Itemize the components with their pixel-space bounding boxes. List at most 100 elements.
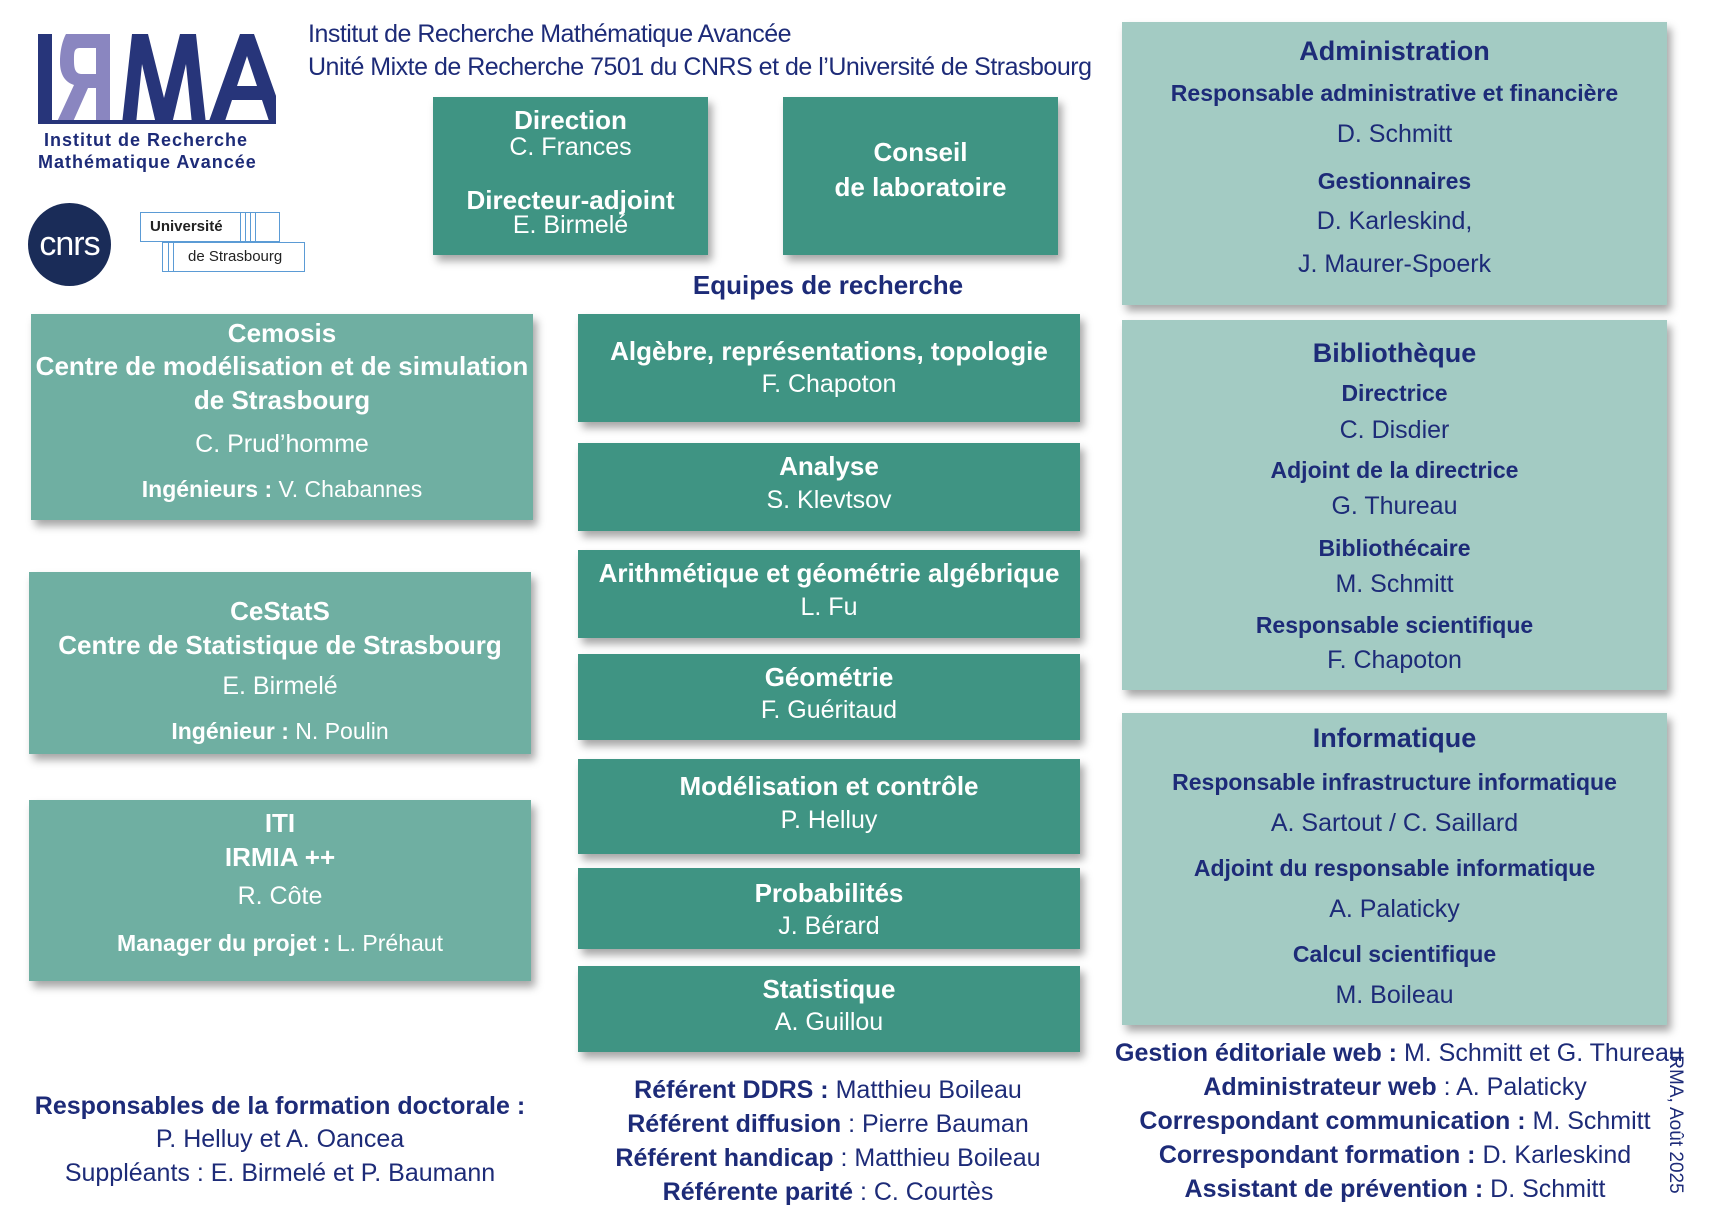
referent-line: Référente parité : C. Courtès (568, 1175, 1088, 1209)
cestats-role-label: Ingénieur : (171, 718, 289, 744)
header-line2: Unité Mixte de Recherche 7501 du CNRS et… (308, 53, 1092, 81)
cestats-box: CeStatS Centre de Statistique de Strasbo… (29, 572, 531, 754)
cemosis-title: Cemosis (227, 318, 337, 348)
formation-label: Responsables de la formation doctorale : (34, 1092, 526, 1120)
bibliotheque-title: Bibliothèque (1312, 338, 1477, 368)
bibliotheque-box: Bibliothèque Directrice C. Disdier Adjoi… (1122, 320, 1667, 690)
administration-role2: Gestionnaires (1317, 168, 1472, 194)
team-name: Probabilités (754, 878, 904, 908)
referent-name: Matthieu Boileau (828, 1076, 1022, 1104)
administration-name2a: D. Karleskind, (1316, 207, 1473, 235)
administration-name2b: J. Maurer-Spoerk (1297, 250, 1492, 278)
iti-title1: ITI (264, 808, 296, 838)
informatique-name: A. Palaticky (1329, 895, 1460, 923)
irma-logo-line1: Institut de Recherche (44, 130, 249, 150)
team-box: Analyse S. Klevtsov (578, 443, 1080, 531)
referent-label: Référent diffusion (627, 1110, 842, 1138)
conseil-line1: Conseil (873, 137, 968, 167)
team-name: Algèbre, représentations, topologie (610, 336, 1048, 366)
referents-block: Référent DDRS : Matthieu Boileau Référen… (568, 1073, 1088, 1209)
web-role-name: D. Schmitt (1483, 1175, 1606, 1203)
web-role-name: : A. Palaticky (1436, 1073, 1587, 1101)
equipes-heading: Equipes de recherche (692, 270, 964, 300)
cemosis-subtitle1: Centre de modélisation et de simulation (35, 351, 529, 381)
cnrs-logo: cnrs (28, 203, 111, 286)
iti-name: R. Côte (237, 882, 323, 910)
web-role-line: Correspondant communication : M. Schmitt (1115, 1104, 1675, 1138)
web-role-line: Correspondant formation : D. Karleskind (1115, 1138, 1675, 1172)
team-box: Probabilités J. Bérard (578, 868, 1080, 949)
web-role-line: Gestion éditoriale web : M. Schmitt et G… (1115, 1036, 1683, 1070)
referent-line: Référent handicap : Matthieu Boileau (568, 1141, 1088, 1175)
bibliotheque-name: C. Disdier (1339, 416, 1450, 444)
administration-role1: Responsable administrative et financière (1170, 80, 1619, 106)
web-roles-block: Gestion éditoriale web : M. Schmitt et G… (1115, 1036, 1683, 1206)
team-name: Analyse (779, 451, 879, 481)
cemosis-box: Cemosis Centre de modélisation et de sim… (31, 314, 533, 520)
web-role-line: Assistant de prévention : D. Schmitt (1115, 1172, 1675, 1206)
team-lead: F. Chapoton (761, 370, 897, 398)
cemosis-role-name: V. Chabannes (272, 476, 423, 502)
team-name: Arithmétique et géométrie algébrique (598, 558, 1060, 588)
referent-name: : Pierre Bauman (841, 1110, 1029, 1138)
cemosis-name: C. Prud’homme (195, 430, 369, 458)
direction-box: Direction C. Frances Directeur-adjoint E… (433, 97, 708, 255)
web-role-label: Administrateur web (1203, 1073, 1437, 1101)
informatique-role: Calcul scientifique (1292, 941, 1497, 967)
cemosis-subtitle2: de Strasbourg (193, 385, 371, 415)
cestats-role-name: N. Poulin (288, 718, 389, 744)
univ-logo-line1: Université (150, 218, 223, 235)
informatique-role: Adjoint du responsable informatique (1193, 855, 1596, 881)
team-name: Modélisation et contrôle (679, 771, 979, 801)
informatique-box: Informatique Responsable infrastructure … (1122, 713, 1667, 1025)
cestats-title: CeStatS (230, 596, 330, 626)
informatique-name: M. Boileau (1335, 981, 1454, 1009)
web-role-label: Correspondant communication : (1139, 1107, 1526, 1135)
bibliotheque-role: Responsable scientifique (1255, 612, 1534, 638)
informatique-role: Responsable infrastructure informatique (1172, 769, 1617, 795)
team-lead: S. Klevtsov (766, 486, 892, 514)
web-role-label: Assistant de prévention : (1184, 1175, 1484, 1203)
iti-box: ITI IRMIA ++ R. Côte Manager du projet :… (29, 800, 531, 981)
referent-label: Référent DDRS : (634, 1076, 829, 1104)
web-role-name: M. Schmitt et G. Thureau (1397, 1039, 1683, 1067)
cestats-subtitle: Centre de Statistique de Strasbourg (58, 630, 502, 660)
team-lead: A. Guillou (774, 1008, 884, 1036)
formation-line2: Suppléants : E. Birmelé et P. Baumann (64, 1159, 496, 1187)
formation-doctorale-block: Responsables de la formation doctorale :… (20, 1090, 540, 1190)
team-box: Algèbre, représentations, topologie F. C… (578, 314, 1080, 422)
informatique-name: A. Sartout / C. Saillard (1270, 809, 1519, 837)
bibliotheque-name: F. Chapoton (1327, 646, 1462, 674)
cnrs-logo-text: cnrs (39, 225, 100, 263)
team-box: Modélisation et contrôle P. Helluy (578, 759, 1080, 854)
team-lead: J. Bérard (778, 912, 880, 940)
bibliotheque-role: Directrice (1341, 380, 1448, 406)
web-role-name: D. Karleskind (1475, 1141, 1632, 1169)
administration-name1: D. Schmitt (1336, 120, 1453, 148)
web-role-label: Gestion éditoriale web : (1115, 1039, 1397, 1067)
bibliotheque-name: M. Schmitt (1335, 570, 1454, 598)
deputy-title: Directeur-adjoint (466, 185, 675, 215)
header-line1: Institut de Recherche Mathématique Avanc… (308, 20, 792, 48)
universite-strasbourg-logo: Université de Strasbourg (140, 212, 305, 274)
cemosis-role-label: Ingénieurs : (141, 476, 273, 502)
referent-line: Référent DDRS : Matthieu Boileau (568, 1073, 1088, 1107)
formation-line1: P. Helluy et A. Oancea (155, 1125, 405, 1153)
direction-title: Direction (514, 105, 627, 135)
administration-title: Administration (1299, 36, 1490, 66)
conseil-box: Conseil de laboratoire (783, 97, 1058, 255)
bibliotheque-role: Bibliothécaire (1318, 535, 1471, 561)
web-role-name: M. Schmitt (1525, 1107, 1651, 1135)
deputy-name: E. Birmelé (512, 211, 629, 239)
referent-name: : C. Courtès (853, 1178, 994, 1206)
referent-label: Référent handicap (615, 1144, 834, 1172)
iti-role-label: Manager du projet : (117, 930, 331, 956)
conseil-line2: de laboratoire (834, 172, 1007, 202)
referent-name: : Matthieu Boileau (833, 1144, 1041, 1172)
iti-role: Manager du projet : L. Préhaut (29, 930, 531, 957)
team-lead: P. Helluy (780, 806, 878, 834)
cestats-role: Ingénieur : N. Poulin (29, 718, 531, 745)
irma-wordmark-graphic (38, 34, 286, 124)
team-box: Géométrie F. Guéritaud (578, 654, 1080, 740)
administration-box: Administration Responsable administrativ… (1122, 22, 1667, 305)
